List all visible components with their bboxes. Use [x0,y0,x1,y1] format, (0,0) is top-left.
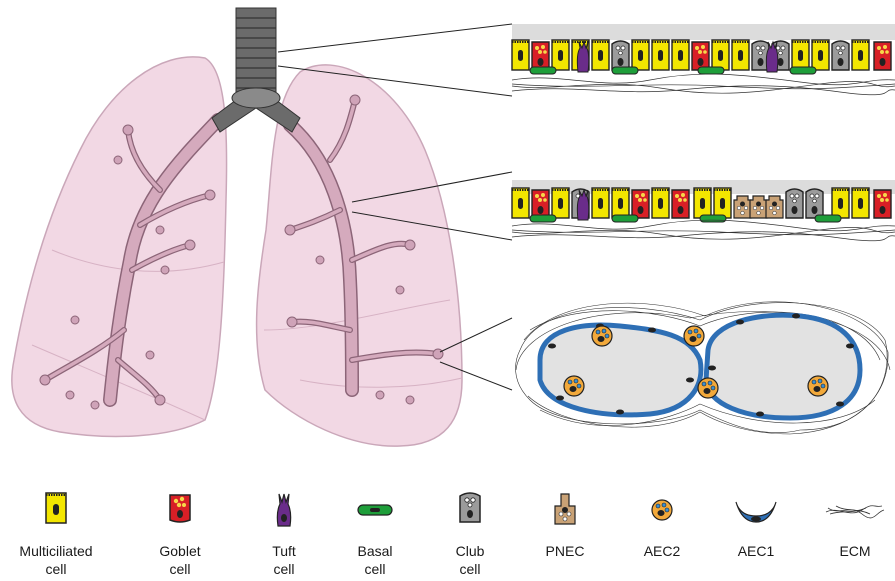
legend: Multiciliated cell Goblet cell Tuft cell… [19,493,884,577]
legend-label-goblet-line1: Goblet [159,543,200,559]
legend-item-pnec: PNEC [546,494,585,559]
aec2-cell-icon [652,500,672,520]
legend-label-basal-line1: Basal [357,543,392,559]
legend-item-goblet: Goblet cell [159,495,200,577]
legend-label-multiciliated-line2: cell [45,561,66,577]
legend-label-basal-line2: cell [364,561,385,577]
ecm-fiber-icon [826,506,884,518]
legend-item-aec2: AEC2 [644,500,681,559]
multiciliated-cell-icon [46,493,66,523]
legend-label-tuft-line2: cell [273,561,294,577]
club-cell-icon [460,493,480,522]
legend-item-multiciliated: Multiciliated cell [19,493,92,577]
legend-label-club-line1: Club [456,543,485,559]
legend-label-tuft-line1: Tuft [272,543,296,559]
trachea [212,8,300,132]
goblet-cell-icon [170,495,190,522]
legend-item-club: Club cell [456,493,485,577]
legend-item-aec1: AEC1 [736,502,776,559]
alveoli-panel [516,302,890,434]
legend-label-pnec: PNEC [546,543,585,559]
tuft-cell-icon [277,494,290,526]
legend-label-aec1: AEC1 [738,543,775,559]
legend-label-multiciliated-line1: Multiciliated [19,543,92,559]
basal-cell-icon [358,505,392,515]
legend-item-tuft: Tuft cell [272,494,296,577]
legend-label-goblet-line2: cell [169,561,190,577]
bronchiolar-epithelium-panel [512,180,895,241]
alveolus-left [540,325,701,415]
legend-item-ecm: ECM [826,506,884,559]
legend-label-aec2: AEC2 [644,543,681,559]
aec1-cell-icon [736,502,776,522]
legend-item-basal: Basal cell [357,505,392,577]
lungs-illustration [12,8,462,446]
legend-label-club-line2: cell [459,561,480,577]
tracheal-epithelium-panel [512,24,895,95]
pnec-cell-icon [555,494,575,524]
legend-label-ecm: ECM [839,543,870,559]
